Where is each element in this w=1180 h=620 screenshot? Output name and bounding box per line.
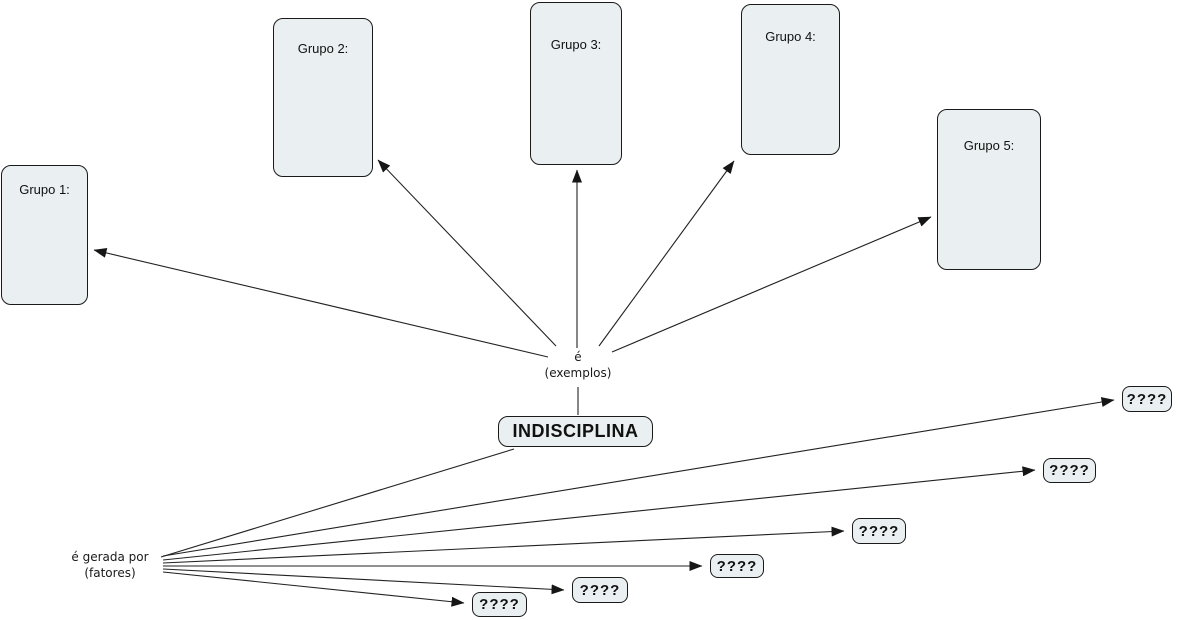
- factor-node-label: ????: [858, 522, 900, 540]
- factor-node-2[interactable]: ????: [1043, 458, 1096, 483]
- link-central-to-fatores: [160, 448, 515, 558]
- factor-node-label: ????: [479, 596, 520, 613]
- arrow-fatores-1: [162, 397, 1115, 557]
- group-node-4[interactable]: Grupo 4:: [741, 4, 840, 155]
- group-label: Grupo 2:: [297, 41, 349, 56]
- arrow-fatores-3: [162, 526, 845, 564]
- arrow-exemplos-grupo4: [598, 160, 735, 347]
- central-node-indisciplina[interactable]: INDISCIPLINA: [498, 416, 653, 447]
- factor-node-1[interactable]: ????: [1122, 386, 1172, 412]
- factor-node-3[interactable]: ????: [852, 518, 906, 544]
- group-node-1[interactable]: Grupo 1:: [1, 165, 88, 305]
- arrow-fatores-6: [162, 571, 465, 607]
- arrow-fatores-2: [162, 466, 1036, 561]
- arrow-exemplos-grupo1: [93, 248, 549, 358]
- arrow-exemplos-grupo2: [377, 159, 557, 347]
- factor-node-5[interactable]: ????: [572, 577, 628, 603]
- factor-node-6[interactable]: ????: [472, 592, 527, 617]
- link-label-fatores[interactable]: é gerada por (fatores): [50, 549, 170, 581]
- arrow-exemplos-grupo5: [611, 216, 932, 353]
- factor-node-4[interactable]: ????: [710, 554, 764, 578]
- factor-node-label: ????: [716, 557, 758, 575]
- group-node-3[interactable]: Grupo 3:: [530, 2, 622, 165]
- factor-node-label: ????: [1049, 462, 1090, 479]
- link-label-line: é gerada por: [71, 550, 149, 564]
- group-node-5[interactable]: Grupo 5:: [937, 109, 1041, 270]
- factor-node-label: ????: [1126, 390, 1168, 408]
- group-label: Grupo 4:: [765, 29, 816, 44]
- factor-node-label: ????: [579, 581, 621, 599]
- central-node-label: INDISCIPLINA: [512, 421, 639, 441]
- group-node-2[interactable]: Grupo 2:: [273, 18, 373, 177]
- link-label-exemplos[interactable]: é (exemplos): [518, 349, 638, 381]
- group-label: Grupo 5:: [963, 138, 1015, 153]
- link-label-line: (exemplos): [544, 366, 612, 380]
- link-label-line: (fatores): [84, 566, 136, 580]
- arrow-fatores-5: [162, 568, 565, 595]
- link-label-line: é: [574, 350, 582, 364]
- group-label: Grupo 3:: [550, 37, 602, 52]
- group-label: Grupo 1:: [19, 182, 70, 197]
